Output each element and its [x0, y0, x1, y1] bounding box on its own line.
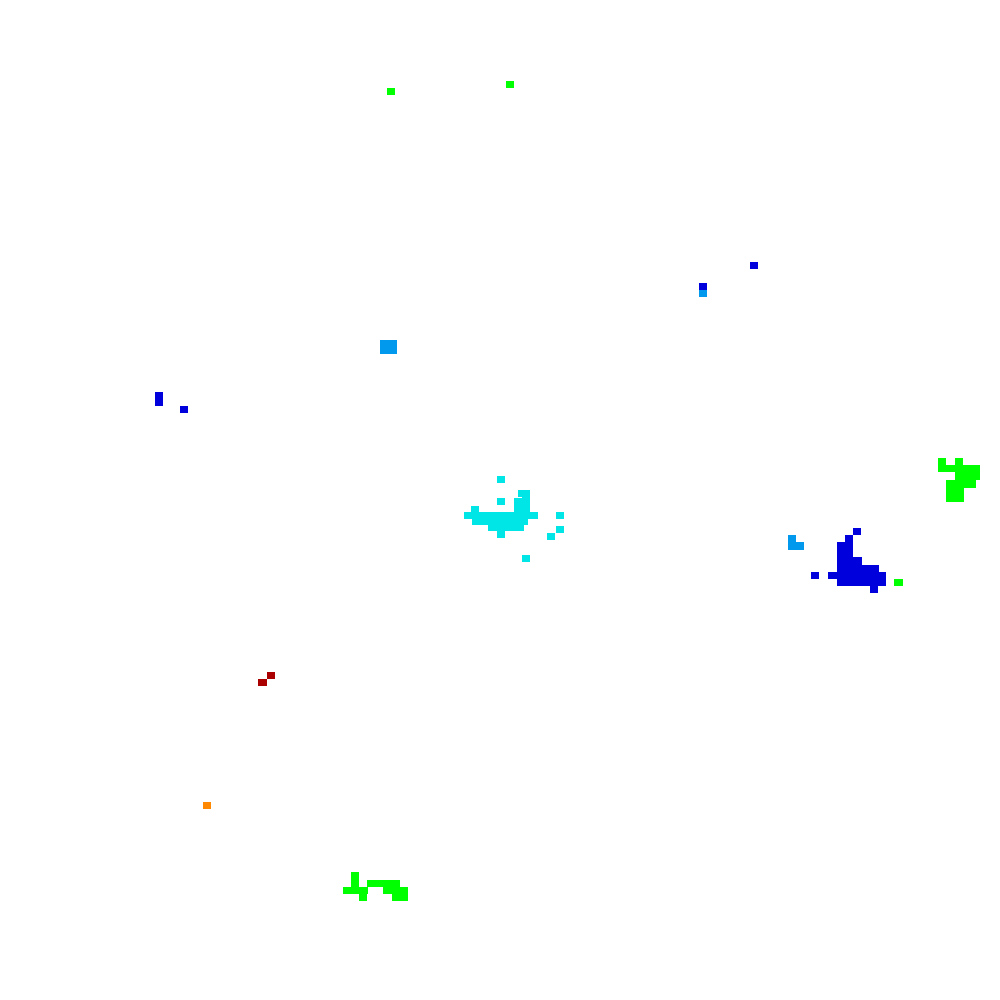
orange-dot-lower-left-pixel-1: [203, 802, 211, 809]
blue-cluster-right-pixel-7: [828, 572, 886, 579]
cyan-cluster-center-pixel-12: [556, 526, 564, 533]
light-blue-mark-right-pixel-1: [788, 535, 796, 543]
green-cluster-bottom-pixel-5: [383, 887, 408, 894]
blue-cluster-right-pixel-10: [870, 586, 878, 593]
green-cluster-bottom-pixel-2: [351, 880, 359, 887]
green-cluster-right-edge-pixel-2: [955, 458, 963, 465]
green-cluster-bottom-pixel-4: [343, 887, 368, 894]
cyan-cluster-center-pixel-13: [547, 533, 555, 540]
blue-dots-left-pixel-2: [180, 406, 188, 413]
cyan-cluster-center-pixel-9: [488, 524, 524, 531]
green-cluster-right-edge-pixel-5: [946, 480, 976, 488]
light-blue-mark-right-pixel-2: [788, 542, 804, 550]
blue-cluster-right-pixel-6: [837, 565, 879, 573]
green-cluster-right-edge-pixel-1: [938, 458, 946, 465]
cyan-cluster-center-pixel-10: [497, 531, 505, 538]
cyan-cluster-center-pixel-6: [471, 506, 479, 513]
blue-dots-upper-right-pixel-2: [699, 283, 707, 290]
green-dot-right-pixel-1: [894, 579, 903, 586]
blue-cluster-right-pixel-3: [837, 542, 853, 550]
red-dots-lower-left-pixel-2: [258, 679, 267, 686]
green-cluster-bottom-pixel-7: [392, 894, 408, 901]
cyan-cluster-center-pixel-2: [497, 498, 505, 505]
green-cluster-bottom-pixel-3: [367, 880, 400, 887]
cyan-cluster-center-pixel-11: [556, 512, 564, 519]
blue-dots-left-pixel-1: [155, 392, 163, 406]
green-cluster-right-edge-pixel-3: [938, 465, 980, 472]
cyan-cluster-center-pixel-7: [464, 512, 538, 519]
blue-cluster-right-pixel-4: [837, 550, 853, 558]
blue-cluster-right-pixel-5: [837, 557, 862, 565]
blue-cluster-right-pixel-9: [811, 572, 819, 579]
cyan-cluster-center-pixel-1: [497, 476, 505, 483]
cyan-cluster-center-pixel-4: [522, 490, 530, 504]
red-dots-lower-left-pixel-1: [267, 672, 275, 679]
blue-cluster-right-pixel-2: [845, 535, 853, 543]
green-cluster-bottom-pixel-1: [351, 872, 359, 880]
cyan-cluster-center-pixel-5: [514, 498, 530, 512]
cyan-cluster-center-pixel-8: [472, 518, 528, 525]
green-cluster-right-edge-pixel-6: [946, 488, 964, 502]
green-dot-top-center-pixel-1: [506, 81, 514, 88]
light-blue-dot-upper-right-pixel-1: [699, 290, 707, 297]
blue-dots-upper-right-pixel-1: [750, 262, 758, 269]
green-cluster-bottom-pixel-6: [359, 894, 367, 901]
blue-cluster-right-pixel-8: [837, 579, 886, 586]
cyan-cluster-center-pixel-14: [522, 555, 530, 562]
light-blue-square-center-left-pixel-1: [380, 340, 397, 354]
green-cluster-right-edge-pixel-4: [955, 472, 980, 480]
green-dot-top-left-pixel-1: [387, 88, 395, 95]
blue-cluster-right-pixel-1: [853, 528, 861, 535]
